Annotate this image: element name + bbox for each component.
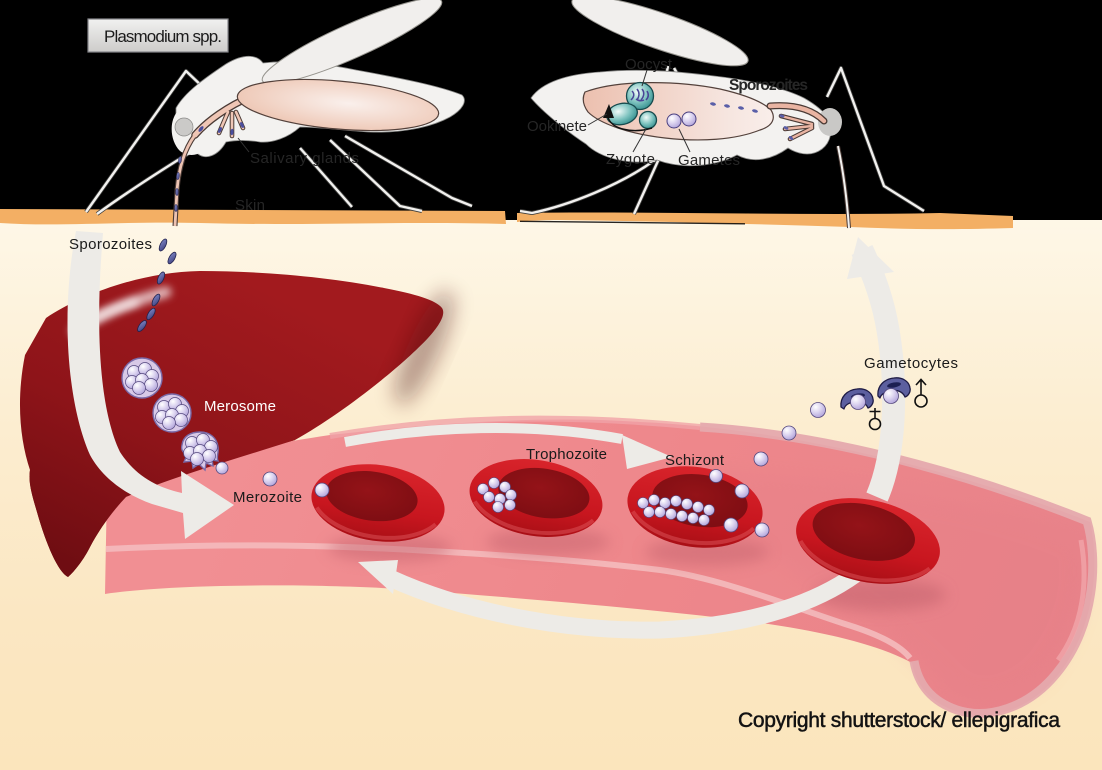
svg-text:Skin: Skin	[235, 197, 265, 214]
svg-text:Trophozoite: Trophozoite	[526, 446, 607, 463]
svg-text:Ookinete: Ookinete	[527, 118, 587, 135]
svg-text:Plasmodium spp.: Plasmodium spp.	[104, 27, 222, 46]
svg-text:Gametocytes: Gametocytes	[864, 355, 958, 372]
svg-text:Merosome: Merosome	[204, 398, 276, 415]
svg-text:Merozoite: Merozoite	[233, 489, 302, 506]
svg-text:Oocyst: Oocyst	[625, 56, 673, 73]
svg-text:Schizont: Schizont	[665, 452, 725, 469]
svg-text:Zygote: Zygote	[606, 151, 655, 168]
svg-text:Sporozoites: Sporozoites	[729, 77, 808, 94]
svg-text:Gametes: Gametes	[678, 152, 740, 169]
svg-text:Salivary glands: Salivary glands	[250, 150, 359, 167]
svg-text:Sporozoites: Sporozoites	[69, 236, 152, 253]
svg-text:Copyright shutterstock/ ellepi: Copyright shutterstock/ ellepigrafica	[738, 709, 1060, 732]
